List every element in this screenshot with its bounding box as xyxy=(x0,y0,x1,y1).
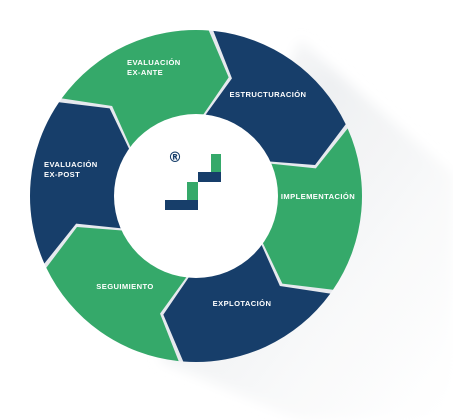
segment-explotacion xyxy=(163,243,331,362)
segment-seguimiento xyxy=(46,227,188,362)
label-seguimiento: SEGUIMIENTO xyxy=(96,282,153,291)
label-evaluacion-ex-post-line: EVALUACIÓN xyxy=(44,160,98,169)
label-seguimiento-line: SEGUIMIENTO xyxy=(96,282,153,291)
label-implementacion-line: IMPLEMENTACIÓN xyxy=(281,192,355,201)
registered-mark: ® xyxy=(168,150,182,166)
segment-evaluacion-ex-post xyxy=(29,102,130,264)
label-evaluacion-ex-ante-line: EVALUACIÓN xyxy=(127,58,181,67)
label-evaluacion-ex-ante-line: EX-ANTE xyxy=(127,68,163,77)
label-estructuracion: ESTRUCTURACIÓN xyxy=(230,90,307,99)
segment-implementacion xyxy=(262,128,363,290)
label-explotacion: EXPLOTACIÓN xyxy=(213,299,272,308)
center-logo: ® xyxy=(165,150,221,210)
cycle-segments xyxy=(29,30,363,362)
label-implementacion: IMPLEMENTACIÓN xyxy=(281,192,355,201)
label-explotacion-line: EXPLOTACIÓN xyxy=(213,299,272,308)
label-evaluacion-ex-post-line: EX-POST xyxy=(44,170,80,179)
stairs-logo-icon xyxy=(165,154,221,210)
label-estructuracion-line: ESTRUCTURACIÓN xyxy=(230,90,307,99)
segment-estructuracion xyxy=(204,30,346,165)
segment-evaluacion-ex-ante xyxy=(61,30,229,149)
